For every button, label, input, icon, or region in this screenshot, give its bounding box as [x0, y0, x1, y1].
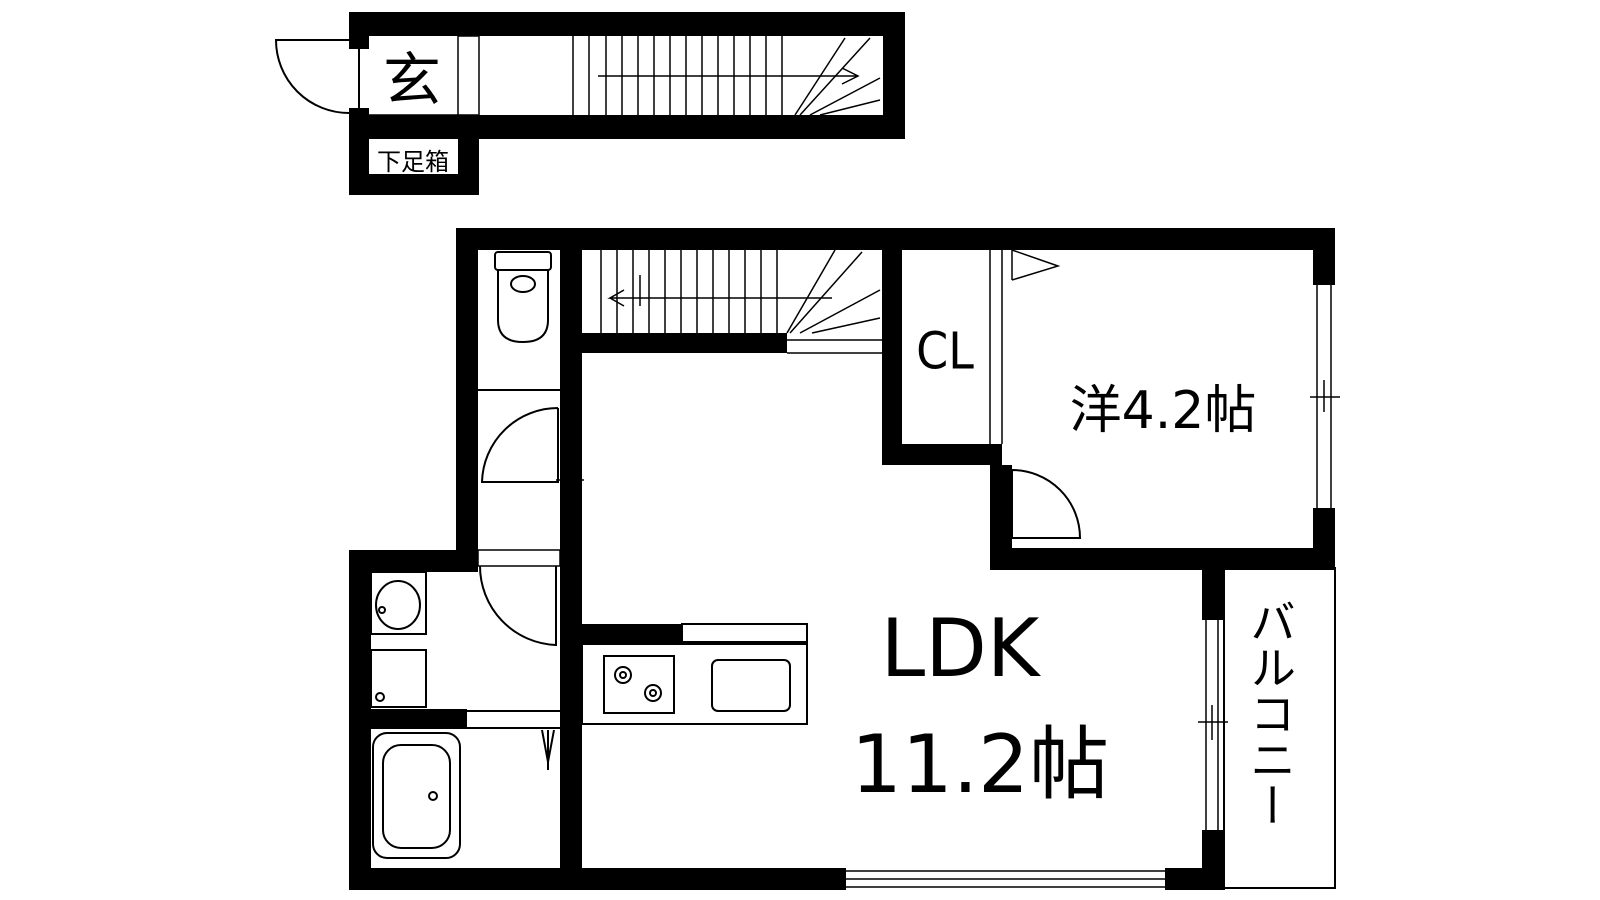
- balcony-outline: [1223, 567, 1336, 889]
- shoe-box-label: 下足箱: [377, 148, 449, 176]
- entrance-area: [274, 12, 905, 195]
- stairs-entrance: [572, 36, 881, 116]
- ldk-size-label: 11.2帖: [851, 718, 1109, 811]
- bedroom-window: [1310, 285, 1340, 508]
- ldk-name-label: LDK: [881, 602, 1042, 695]
- western-room-label: 洋4.2帖: [1070, 381, 1257, 441]
- closet-label: CL: [916, 323, 974, 382]
- entrance-door: [274, 39, 350, 114]
- balcony-window: [1198, 620, 1228, 830]
- washing-machine: [370, 649, 427, 708]
- bedroom-door: [1011, 469, 1082, 539]
- genkan-label: 玄: [383, 46, 441, 114]
- washbasin: [370, 571, 427, 635]
- washroom-door: [479, 565, 557, 647]
- balcony-label: バルコニー: [1243, 598, 1297, 828]
- stairs-ldk: [600, 249, 882, 354]
- ldk-window: [846, 870, 1165, 888]
- main-unit-walls: [349, 228, 1335, 890]
- toilet: [494, 251, 552, 344]
- toilet-door: [480, 407, 559, 483]
- bathtub: [372, 732, 461, 859]
- closet: [989, 249, 1061, 444]
- kitchen-counter: [581, 623, 808, 725]
- toilet-door-frame: [556, 408, 584, 550]
